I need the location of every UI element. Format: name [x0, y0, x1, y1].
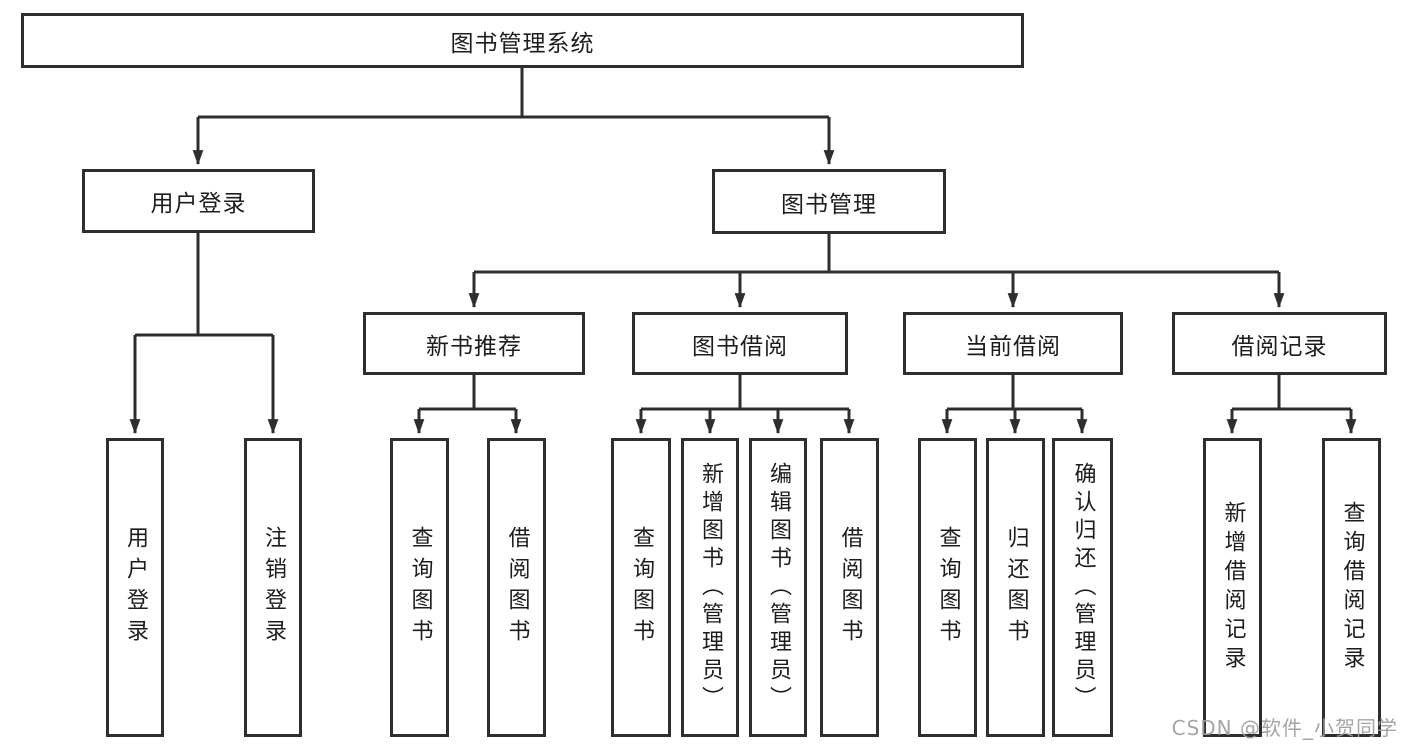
- node-root-label: 图书管理系统: [450, 30, 595, 57]
- node-leaf-add-book-admin-label: 新增图书（管理员）: [698, 461, 723, 714]
- node-leaf-query-book-3-label: 查询图书: [935, 525, 961, 650]
- csdn-watermark: CSDN @软件_小贺同学: [1171, 716, 1398, 740]
- node-current-borrow: 当前借阅: [903, 312, 1123, 375]
- node-leaf-user-login: 用户登录: [106, 438, 164, 737]
- node-leaf-query-book-2: 查询图书: [611, 438, 671, 737]
- node-leaf-edit-book-admin-label: 编辑图书（管理员）: [766, 461, 791, 714]
- node-borrow-records-label: 借阅记录: [1231, 333, 1328, 360]
- node-leaf-query-book-3: 查询图书: [918, 438, 977, 737]
- node-leaf-borrow-book-1: 借阅图书: [487, 438, 546, 737]
- node-leaf-confirm-return-admin: 确认归还（管理员）: [1052, 438, 1113, 737]
- node-leaf-query-book-1-label: 查询图书: [407, 525, 433, 650]
- node-leaf-return-book: 归还图书: [986, 438, 1045, 737]
- node-new-book-recommend: 新书推荐: [363, 312, 585, 375]
- node-root: 图书管理系统: [21, 13, 1024, 68]
- node-leaf-add-borrow-record: 新增借阅记录: [1203, 438, 1262, 737]
- node-leaf-borrow-book-1-label: 借阅图书: [504, 525, 530, 650]
- node-leaf-add-book-admin: 新增图书（管理员）: [681, 438, 739, 737]
- node-book-management-label: 图书管理: [781, 191, 877, 218]
- node-book-management: 图书管理: [712, 169, 946, 234]
- node-leaf-logout-label: 注销登录: [261, 525, 286, 650]
- node-user-login: 用户登录: [82, 169, 315, 233]
- node-leaf-logout: 注销登录: [244, 438, 302, 737]
- node-book-borrow: 图书借阅: [632, 312, 848, 375]
- node-new-book-recommend-label: 新书推荐: [426, 333, 522, 360]
- node-user-login-label: 用户登录: [150, 191, 247, 217]
- node-borrow-records: 借阅记录: [1172, 312, 1387, 375]
- node-leaf-query-borrow-record-label: 查询借阅记录: [1339, 500, 1365, 675]
- node-leaf-borrow-book-2: 借阅图书: [820, 438, 879, 737]
- node-leaf-user-login-label: 用户登录: [123, 525, 148, 650]
- node-leaf-query-borrow-record: 查询借阅记录: [1322, 438, 1381, 737]
- node-leaf-query-book-1: 查询图书: [390, 438, 449, 737]
- node-book-borrow-label: 图书借阅: [692, 333, 788, 360]
- node-leaf-confirm-return-admin-label: 确认归还（管理员）: [1070, 461, 1096, 714]
- node-current-borrow-label: 当前借阅: [965, 333, 1061, 360]
- node-leaf-edit-book-admin: 编辑图书（管理员）: [749, 438, 807, 737]
- node-leaf-add-borrow-record-label: 新增借阅记录: [1220, 500, 1246, 675]
- node-leaf-return-book-label: 归还图书: [1003, 525, 1029, 650]
- node-leaf-borrow-book-2-label: 借阅图书: [837, 525, 863, 650]
- node-leaf-query-book-2-label: 查询图书: [629, 525, 654, 650]
